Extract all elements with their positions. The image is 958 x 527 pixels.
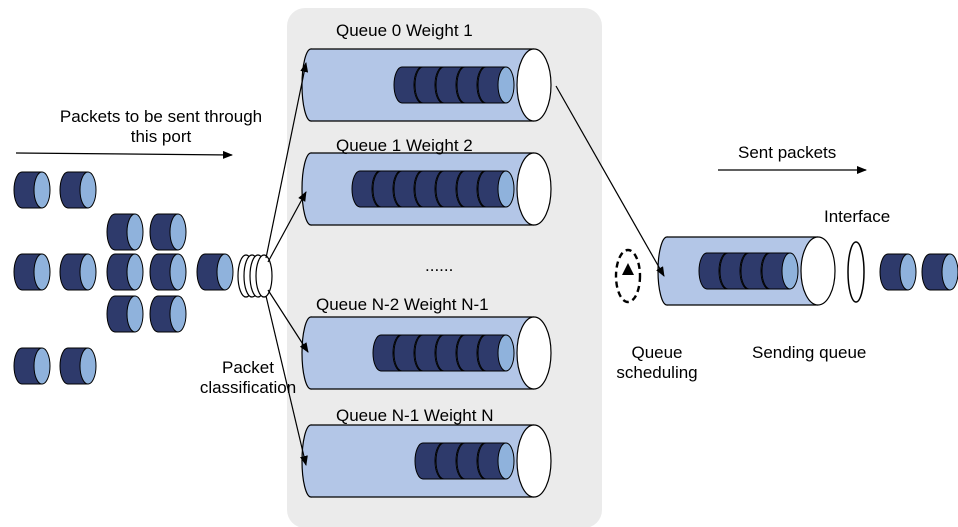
classification-label-line1: Packet xyxy=(222,358,274,377)
sending-queue-cylinder xyxy=(657,236,836,306)
classification-label: Packet classification xyxy=(198,358,298,398)
classify-arrow-q1 xyxy=(267,191,307,263)
incoming-packet-icon xyxy=(149,213,187,251)
packet-icon xyxy=(761,252,799,290)
incoming-packet-icon xyxy=(59,347,97,385)
classify-arrow-qn2 xyxy=(267,289,309,353)
sent-packet-icon xyxy=(921,253,958,291)
queues-panel xyxy=(287,8,602,527)
sent-packet-icon xyxy=(879,253,917,291)
incoming-packet-icon xyxy=(149,295,187,333)
interface-icon xyxy=(847,241,865,303)
queue-3-cylinder xyxy=(301,424,552,498)
incoming-packet-icon xyxy=(196,253,234,291)
incoming-packet-icon xyxy=(13,347,51,385)
schedule-arrow xyxy=(555,85,665,277)
scheduling-cycle-icon xyxy=(614,248,642,304)
classify-arrow-qn1 xyxy=(265,295,308,466)
queue-1-cylinder xyxy=(301,152,552,226)
incoming-packet-icon xyxy=(106,253,144,291)
sending-queue-label: Sending queue xyxy=(752,343,867,362)
queue-2-cylinder xyxy=(301,316,552,390)
incoming-packet-icon xyxy=(13,253,51,291)
classifier-icon xyxy=(237,254,273,298)
incoming-label-line2: this port xyxy=(130,127,192,146)
classify-arrow-q0 xyxy=(265,62,309,259)
queue-n2-label: Queue N-2 Weight N-1 xyxy=(316,295,489,314)
ellipsis-label: ...... xyxy=(425,256,454,275)
scheduling-label: Queue scheduling xyxy=(607,343,707,383)
incoming-packet-icon xyxy=(106,213,144,251)
incoming-packet-icon xyxy=(59,253,97,291)
queue-0-cylinder xyxy=(301,48,552,122)
incoming-packet-icon xyxy=(13,171,51,209)
scheduling-label-line2: scheduling xyxy=(616,363,698,382)
packet-icon xyxy=(477,170,515,208)
queue-1-label: Queue 1 Weight 2 xyxy=(336,136,473,155)
packet-icon xyxy=(477,334,515,372)
queue-n1-label: Queue N-1 Weight N xyxy=(336,406,494,425)
incoming-label: Packets to be sent through this port xyxy=(26,107,296,147)
incoming-packet-icon xyxy=(106,295,144,333)
packet-icon xyxy=(477,66,515,104)
incoming-label-line1: Packets to be sent through xyxy=(59,107,263,126)
scheduling-label-line1: Queue xyxy=(631,343,683,362)
incoming-packet-icon xyxy=(149,253,187,291)
incoming-direction-arrow xyxy=(15,150,233,159)
packet-icon xyxy=(477,442,515,480)
sent-packets-label: Sent packets xyxy=(738,143,837,162)
classification-label-line2: classification xyxy=(199,378,297,397)
queue-0-label: Queue 0 Weight 1 xyxy=(336,21,473,40)
interface-label: Interface xyxy=(824,207,891,226)
incoming-packet-icon xyxy=(59,171,97,209)
